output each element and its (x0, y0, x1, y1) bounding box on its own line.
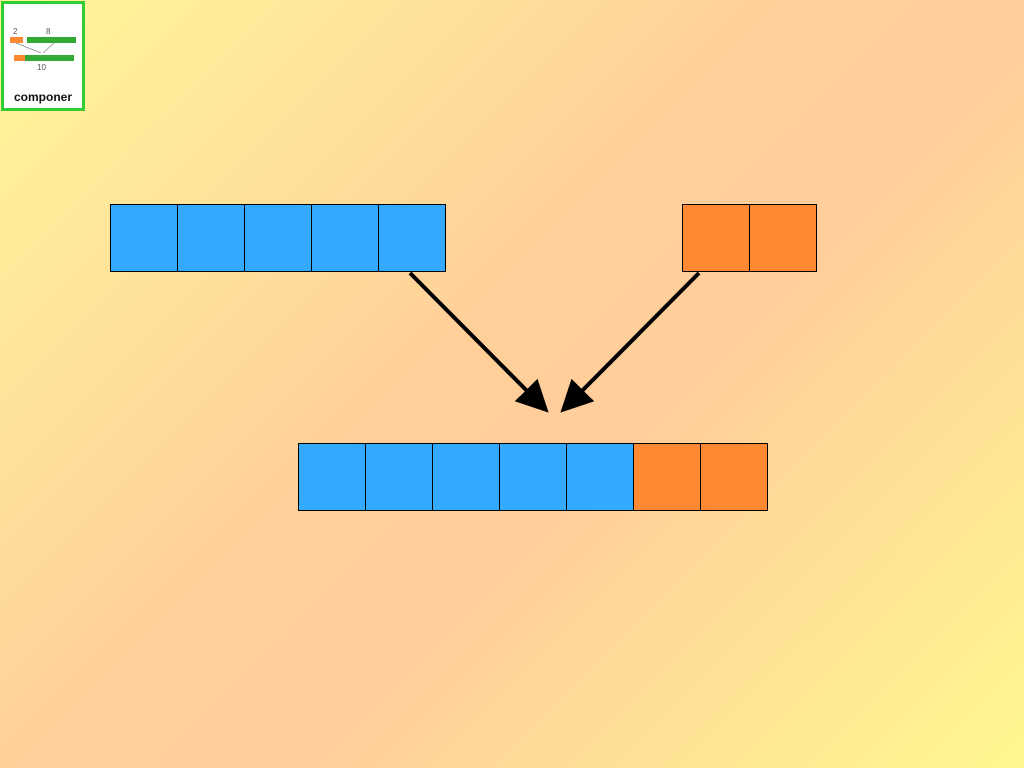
thumb-right-number: 8 (46, 27, 51, 36)
blue-block (311, 204, 379, 272)
whole-block-row (298, 443, 768, 511)
thumb-connector-lines (15, 42, 55, 54)
whole-blue-block (499, 443, 567, 511)
orange-block (682, 204, 750, 272)
whole-blue-block (432, 443, 500, 511)
thumb-left-number: 2 (13, 27, 18, 36)
arrow-from-part-a (408, 271, 549, 413)
thumb-whole-part-b-bar (25, 55, 74, 61)
whole-blue-block (298, 443, 366, 511)
whole-blue-block (365, 443, 433, 511)
whole-blue-block (566, 443, 634, 511)
orange-block (749, 204, 817, 272)
whole-orange-block (633, 443, 701, 511)
componer-thumbnail[interactable]: 2 8 10 componer (1, 1, 85, 111)
thumb-label: componer (13, 90, 72, 104)
whole-orange-block (700, 443, 768, 511)
thumb-part-b-bar (27, 37, 76, 43)
arrow-from-part-b (560, 271, 701, 413)
thumb-part-a-bar (10, 37, 23, 43)
blue-block (244, 204, 312, 272)
part-a-block-row (110, 204, 446, 272)
blue-block (378, 204, 446, 272)
thumb-whole-part-a-bar (14, 55, 25, 61)
thumb-total-number: 10 (37, 63, 46, 72)
part-b-block-row (682, 204, 817, 272)
